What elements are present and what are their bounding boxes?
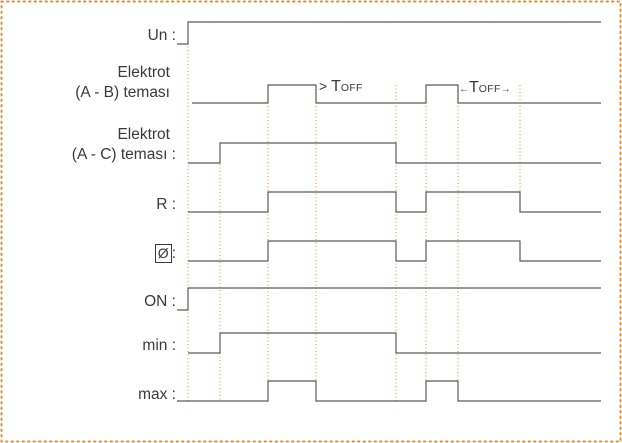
label-relay-colon: : (171, 245, 176, 262)
label-un: Un : (147, 27, 176, 44)
toff-annotation-1: > TOFF (319, 78, 363, 96)
label-max: max : (138, 386, 176, 403)
toff2-arrow-right-icon: → (500, 84, 511, 95)
label-ab: Elektrot (A - B) teması (75, 63, 170, 103)
label-ab-line1: Elektrot (117, 64, 170, 81)
toff1-t: T (331, 78, 341, 95)
toff2-sub: OFF (478, 83, 501, 95)
label-ac-line1: Elektrot (117, 126, 170, 143)
toff2-arrow-left-icon: ← (459, 84, 469, 95)
waveform-max (177, 380, 601, 402)
label-ac: Elektrot (A - C) teması : (72, 125, 176, 165)
label-ac-line2: (A - C) teması : (71, 146, 176, 163)
waveform-ac (188, 142, 601, 164)
waveform-on (177, 287, 601, 311)
label-r: R : (156, 196, 176, 213)
waveform-un (177, 21, 601, 45)
toff2-t: T (469, 79, 479, 96)
label-relay: Ø: (154, 244, 176, 264)
waveform-relay (188, 240, 601, 262)
label-min: min : (142, 337, 176, 354)
toff1-sub: OFF (340, 82, 363, 94)
waveform-min (188, 332, 601, 354)
toff1-prefix: > (319, 78, 332, 94)
label-on: ON : (144, 293, 176, 310)
relay-symbol-icon: Ø (154, 244, 172, 263)
waveform-r (188, 191, 601, 213)
toff-annotation-2: ←TOFF→ (459, 80, 511, 98)
label-ab-line2: (A - B) teması (75, 84, 170, 101)
waveform-ab (192, 84, 601, 104)
